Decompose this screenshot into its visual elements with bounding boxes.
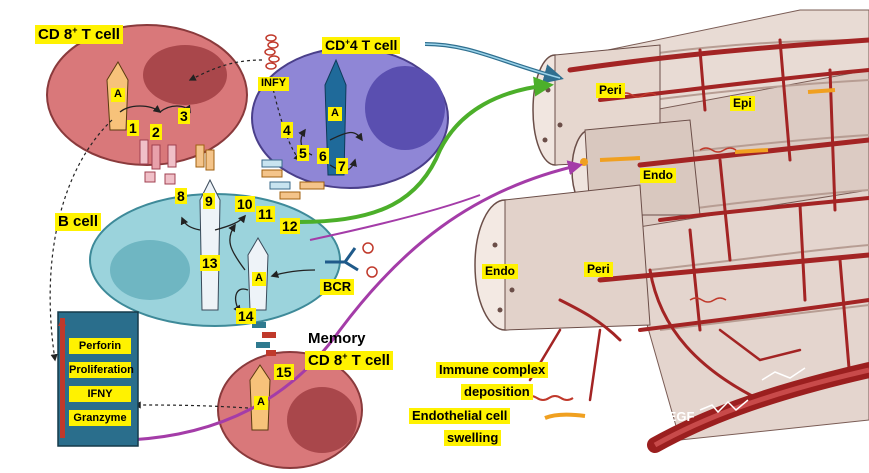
memory-cell-label-line2: CD 8+ T cell	[305, 351, 393, 370]
legend-immune-complex-line1: Immune complex	[436, 362, 549, 378]
legend-immune-complex-line2: deposition	[461, 384, 533, 400]
step-4: 4	[281, 122, 293, 138]
legend-immune-complex-swatch	[524, 395, 574, 401]
bcr-label: BCR	[320, 279, 355, 295]
step-5: 5	[297, 145, 309, 161]
cd8-receptors	[139, 139, 215, 185]
step-2: 2	[150, 124, 162, 140]
effector-ifny: IFNY	[69, 386, 131, 402]
tissue-peri-bottom: Peri	[584, 262, 613, 277]
effector-granzyme: Granzyme	[69, 410, 131, 426]
step-15: 15	[274, 364, 294, 380]
tissue-endo-top: Endo	[640, 168, 676, 183]
step-8: 8	[175, 188, 187, 204]
legend-endothelial-swatch	[544, 412, 586, 420]
cd4-t-cell-label: CD+4 T cell	[322, 37, 401, 54]
step-9: 9	[203, 193, 215, 209]
antigen-label-cd8: A	[111, 88, 125, 102]
step-3: 3	[178, 108, 190, 124]
antigen-label-bcell: A	[252, 272, 266, 286]
cd8-t-cell-label: CD 8+ T cell	[35, 25, 123, 44]
memory-receptors	[252, 322, 276, 356]
step-6: 6	[317, 148, 329, 164]
tissue-vegf: VEGF	[659, 409, 695, 424]
antigen-label-cd4: A	[328, 107, 342, 121]
cd8-t-cell	[46, 24, 248, 166]
step-7: 7	[336, 158, 348, 174]
ifny-molecule	[264, 34, 280, 70]
step-13: 13	[200, 255, 220, 271]
tissue-endo-bottom: Endo	[482, 264, 518, 279]
step-1: 1	[127, 120, 139, 136]
effector-perforin: Perforin	[69, 338, 131, 354]
memory-cell-label-line1: Memory	[308, 330, 366, 347]
tissue-epi: Epi	[730, 96, 755, 111]
bcr-receptor	[325, 242, 378, 278]
ifny-label: INFY	[258, 77, 290, 91]
tissue-peri-top: Peri	[596, 83, 625, 98]
antigen-label-memory: A	[254, 396, 268, 410]
step-11: 11	[256, 206, 275, 222]
legend-endothelial-line1: Endothelial cell	[409, 408, 511, 424]
cd4-receptors	[261, 159, 325, 200]
effector-proliferation: Proliferation	[69, 362, 134, 378]
b-cell-label: B cell	[55, 213, 102, 231]
step-14: 14	[236, 308, 256, 324]
legend-endothelial-line2: swelling	[444, 430, 502, 446]
step-12: 12	[280, 218, 300, 234]
muscle-tissue	[470, 9, 869, 460]
step-10: 10	[235, 196, 255, 212]
